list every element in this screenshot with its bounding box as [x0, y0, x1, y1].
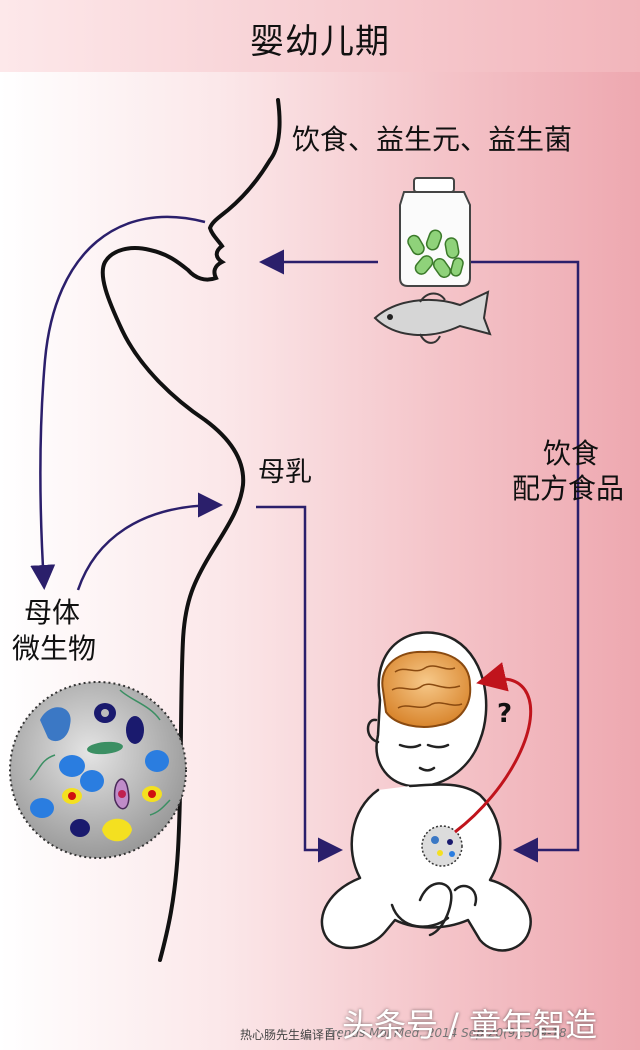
label-formula: 配方食品: [512, 472, 625, 505]
question-mark: ?: [497, 699, 513, 729]
label-microbes: 微生物: [12, 632, 97, 665]
label-breast-milk: 母乳: [258, 457, 312, 488]
brain-icon: [381, 650, 472, 728]
watermark: 头条号 / 童年智造: [342, 1006, 598, 1044]
mother-silhouette: [100, 98, 282, 962]
arrow-formula-loop: [466, 260, 580, 863]
title-bar: [0, 0, 640, 72]
footer-reference: Trends Mol Med. 2014 Sep;20(9):509-18.: [325, 1026, 571, 1040]
footer-credit: 热心肠先生编译自：: [240, 1028, 349, 1042]
bottle-icon: [399, 177, 471, 287]
arrow-mouth-to-microbes: [30, 215, 206, 590]
page-title: 婴幼儿期: [250, 22, 390, 62]
label-maternal: 母体: [24, 596, 81, 629]
gut-microbe-icon: [421, 825, 463, 867]
arrow-breast-milk: [256, 505, 343, 863]
arrow-gut-to-brain: [454, 662, 533, 834]
label-diet: 饮食: [543, 437, 600, 470]
microbe-circle-icon: [9, 681, 187, 859]
label-diet-probiotics: 饮食、益生元、益生菌: [292, 123, 573, 156]
fish-icon: [373, 290, 492, 344]
arrow-microbes-to-breast: [76, 492, 223, 591]
